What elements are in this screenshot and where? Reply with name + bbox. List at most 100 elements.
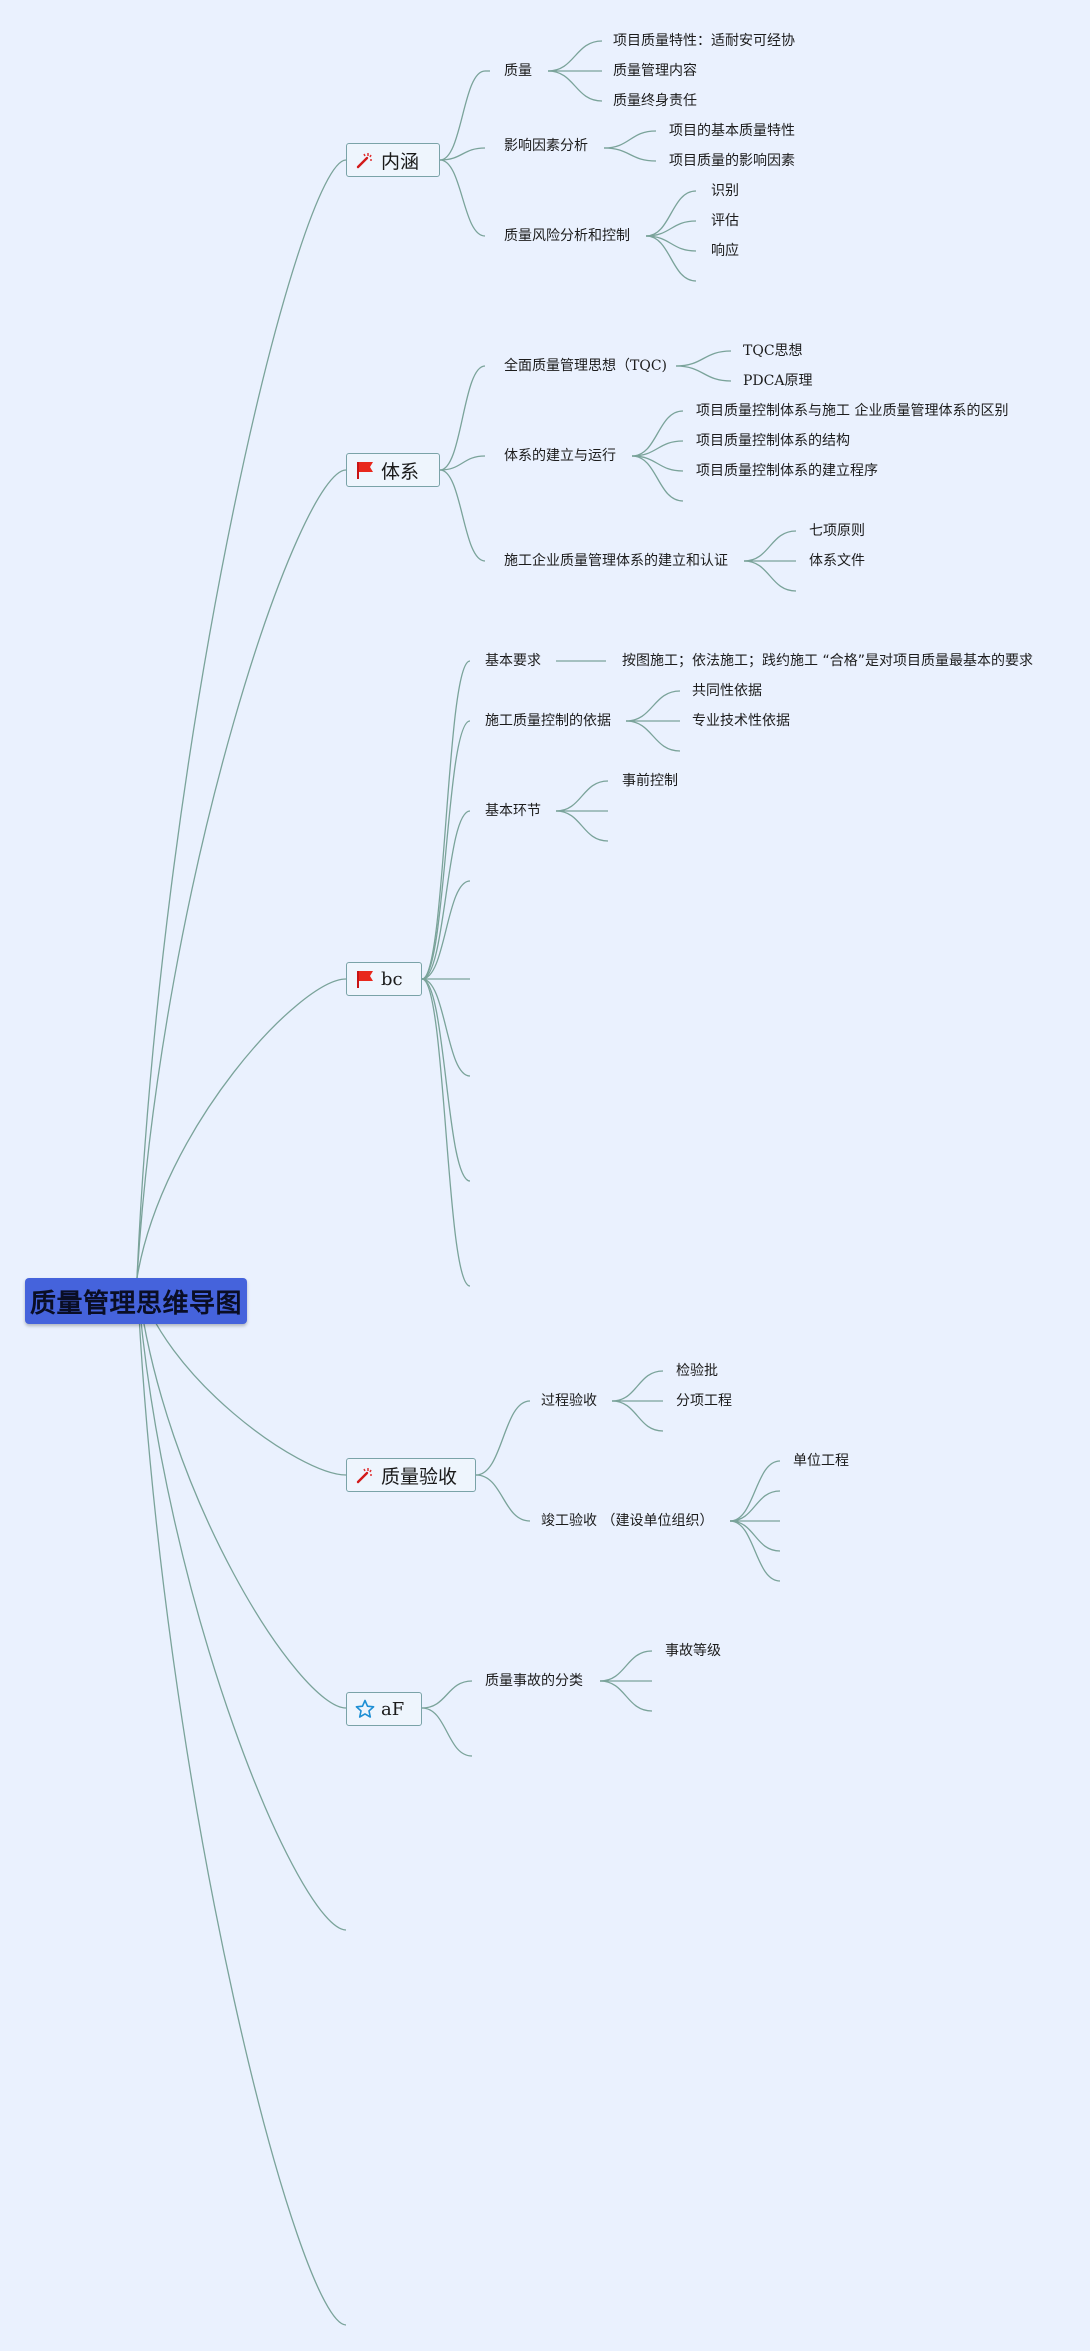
leaf[interactable]: 共同性依据 — [692, 683, 762, 699]
branch-node-tixi[interactable]: 体系 — [346, 453, 440, 487]
branch-label: 质量验收 — [381, 1465, 458, 1488]
leaf[interactable]: 检验批 — [676, 1363, 718, 1379]
leaf-link — [729, 1520, 781, 1552]
topic-control-basis[interactable]: 施工质量控制的依据 — [485, 713, 611, 729]
topic-tqc[interactable]: 全面质量管理思想（TQC) — [504, 358, 667, 374]
branch-node-af[interactable]: aF — [346, 1692, 422, 1726]
leaf[interactable]: 事故等级 — [665, 1643, 721, 1659]
branch-link — [439, 365, 486, 471]
leaf-link — [611, 1400, 664, 1432]
leaf-link — [645, 220, 697, 237]
branch-link — [439, 147, 486, 161]
branch-label: 体系 — [381, 460, 420, 483]
branch-label: bc — [381, 968, 403, 990]
leaf-link — [603, 130, 657, 149]
leaf[interactable]: 专业技术性依据 — [692, 713, 790, 729]
branch-link — [439, 455, 486, 471]
leaf[interactable]: 体系文件 — [809, 553, 865, 569]
leaf[interactable]: 单位工程 — [793, 1453, 849, 1469]
leaf-link — [675, 365, 732, 382]
leaf-link — [611, 1370, 664, 1402]
red-flag-icon — [355, 969, 375, 989]
root-branch-link — [136, 159, 347, 1279]
branch-link — [421, 1707, 473, 1757]
leaf[interactable]: 按图施工；依法施工；践约施工 “合格”是对项目质量最基本的要求 — [622, 653, 1033, 669]
leaf[interactable]: 分项工程 — [676, 1393, 732, 1409]
leaf-link — [743, 560, 797, 592]
leaf[interactable]: TQC思想 — [743, 343, 803, 359]
leaf-link — [743, 530, 797, 562]
star-icon — [355, 1699, 375, 1719]
topic-completion-acceptance[interactable]: 竣工验收 （建设单位组织） — [541, 1513, 714, 1529]
root-branch-link — [136, 978, 347, 1279]
leaf-link — [625, 720, 681, 752]
leaf[interactable]: 质量管理内容 — [613, 63, 697, 79]
root-node[interactable]: 质量管理思维导图 — [25, 1278, 247, 1324]
leaf-link — [729, 1520, 781, 1582]
branch-label: aF — [381, 1698, 405, 1720]
leaf-link — [625, 690, 681, 722]
leaf-link — [547, 40, 603, 72]
topic-certification[interactable]: 施工企业质量管理体系的建立和认证 — [504, 553, 728, 569]
branch-label: 内涵 — [381, 150, 420, 173]
branch-link — [475, 1474, 531, 1522]
branch-link — [421, 810, 471, 980]
root-branch-link — [136, 1277, 347, 2326]
branch-link — [439, 70, 486, 161]
leaf[interactable]: 项目质量控制体系的结构 — [696, 433, 850, 449]
leaf[interactable]: 项目的基本质量特性 — [669, 123, 795, 139]
branch-link — [421, 978, 471, 1182]
topic-system-setup[interactable]: 体系的建立与运行 — [504, 448, 616, 464]
leaf-link — [645, 190, 697, 237]
magic-wand-icon — [355, 1465, 375, 1485]
leaf[interactable]: 项目质量控制体系的建立程序 — [696, 463, 878, 479]
root-branch-link — [136, 1277, 347, 1709]
topic-basic-requirements[interactable]: 基本要求 — [485, 653, 541, 669]
leaf[interactable]: 项目质量特性：适耐安可经协 — [613, 33, 795, 49]
root-branch-link — [136, 1277, 347, 1931]
branch-link — [421, 1680, 473, 1709]
topic-influence-factors[interactable]: 影响因素分析 — [504, 138, 588, 154]
branch-link — [421, 978, 471, 1287]
topic-accident-classification[interactable]: 质量事故的分类 — [485, 1673, 583, 1689]
leaf-link — [547, 70, 603, 102]
branch-link — [421, 880, 471, 980]
leaf-link — [631, 455, 684, 502]
leaf[interactable]: PDCA原理 — [743, 373, 813, 389]
leaf[interactable]: 响应 — [711, 243, 739, 259]
leaf-link — [729, 1490, 781, 1522]
leaf[interactable]: 项目质量的影响因素 — [669, 153, 795, 169]
leaf[interactable]: 评估 — [711, 213, 739, 229]
leaf-link — [729, 1460, 781, 1522]
leaf[interactable]: 项目质量控制体系与施工 企业质量管理体系的区别 — [696, 403, 1009, 419]
topic-process-acceptance[interactable]: 过程验收 — [541, 1393, 597, 1409]
leaf-link — [555, 810, 609, 842]
topic-basic-links[interactable]: 基本环节 — [485, 803, 541, 819]
branch-node-neihan[interactable]: 内涵 — [346, 143, 440, 177]
root-branch-link — [136, 469, 347, 1279]
branch-link — [439, 159, 486, 237]
branch-node-acceptance[interactable]: 质量验收 — [346, 1458, 476, 1492]
branch-link — [475, 1400, 531, 1476]
leaf-link — [599, 1680, 653, 1712]
leaf[interactable]: 七项原则 — [809, 523, 865, 539]
leaf[interactable]: 质量终身责任 — [613, 93, 697, 109]
branch-link — [439, 469, 486, 562]
leaf[interactable]: 事前控制 — [622, 773, 678, 789]
leaf-link — [645, 235, 697, 282]
leaf[interactable]: 识别 — [711, 183, 739, 199]
branch-node-bc[interactable]: bc — [346, 962, 422, 996]
leaf-link — [631, 410, 684, 457]
leaf-link — [555, 780, 609, 812]
leaf-link — [631, 440, 684, 457]
root-label: 质量管理思维导图 — [29, 1288, 242, 1319]
branch-link — [421, 720, 471, 980]
branch-link — [421, 978, 471, 1077]
leaf-link — [675, 350, 732, 367]
leaf-link — [599, 1650, 653, 1682]
topic-risk-analysis[interactable]: 质量风险分析和控制 — [504, 228, 630, 244]
topic-zhiliang[interactable]: 质量 — [504, 63, 532, 79]
magic-wand-icon — [355, 150, 375, 170]
